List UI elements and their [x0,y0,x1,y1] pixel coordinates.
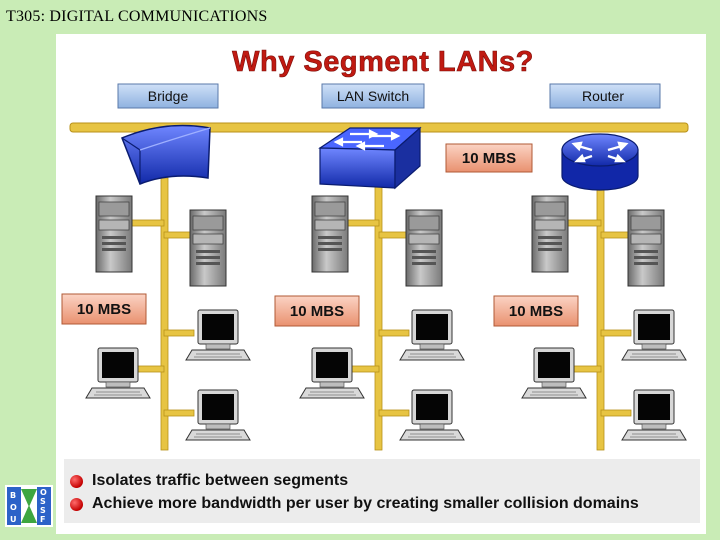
logo-letter: S [40,506,46,515]
switch-label: LAN Switch [321,83,425,109]
bullet-dot-icon [70,474,83,488]
university-logo: B O U O S S F [5,485,53,527]
pc-icon [621,389,687,441]
segment-2-speed-text: 10 MBS [290,303,344,320]
logo-letter: F [40,515,46,524]
logo-letter: S [40,497,46,506]
router-label-text: Router [582,88,624,104]
segment-3-speed-text: 10 MBS [509,303,563,320]
pc-icon [399,309,465,361]
pc-icon [185,389,251,441]
lan-switch-icon [318,126,422,190]
bullet-text: Achieve more bandwidth per user by creat… [92,495,639,512]
switch-label-text: LAN Switch [337,88,409,104]
router-label: Router [549,83,661,109]
bridge-label: Bridge [117,83,219,109]
segment-1-drops [129,219,195,417]
bullet-dot-icon [70,497,83,511]
server-icon [531,195,569,273]
bullet-item: Achieve more bandwidth per user by creat… [70,493,639,515]
segment-2-speed-label: 10 MBS [274,295,360,327]
segment-bus-1-main [160,177,169,451]
server-icon [627,209,665,287]
segment-bus-3-main [596,177,605,451]
server-icon [405,209,443,287]
segment-1-speed-label: 10 MBS [61,293,147,325]
bullet-text: Isolates traffic between segments [92,472,349,489]
server-icon [95,195,133,273]
router-icon [561,133,639,191]
segment-bus-2-main [374,177,383,451]
pc-icon [399,389,465,441]
pc-icon [521,347,587,399]
backbone-speed-label: 10 MBS [445,143,533,173]
logo-letter: O [10,503,17,512]
bullet-panel: Isolates traffic between segments Achiev… [64,459,700,523]
header-bar: T305: DIGITAL COMMUNICATIONS [0,0,720,34]
logo-letter: B [10,491,17,500]
server-icon [189,209,227,287]
logo-letter: O [40,488,47,497]
logo-letter: U [10,515,17,524]
pc-icon [299,347,365,399]
bridge-label-text: Bridge [148,88,189,104]
header-title: T305: DIGITAL COMMUNICATIONS [6,8,268,25]
pc-icon [85,347,151,399]
bridge-icon [121,124,211,185]
segment-1-speed-text: 10 MBS [77,301,131,318]
bullet-item: Isolates traffic between segments [70,470,348,492]
pc-icon [621,309,687,361]
diagram-title: Why Segment LANs? [232,46,534,78]
backbone-speed-text: 10 MBS [462,150,516,167]
pc-icon [185,309,251,361]
server-icon [311,195,349,273]
segment-3-speed-label: 10 MBS [493,295,579,327]
